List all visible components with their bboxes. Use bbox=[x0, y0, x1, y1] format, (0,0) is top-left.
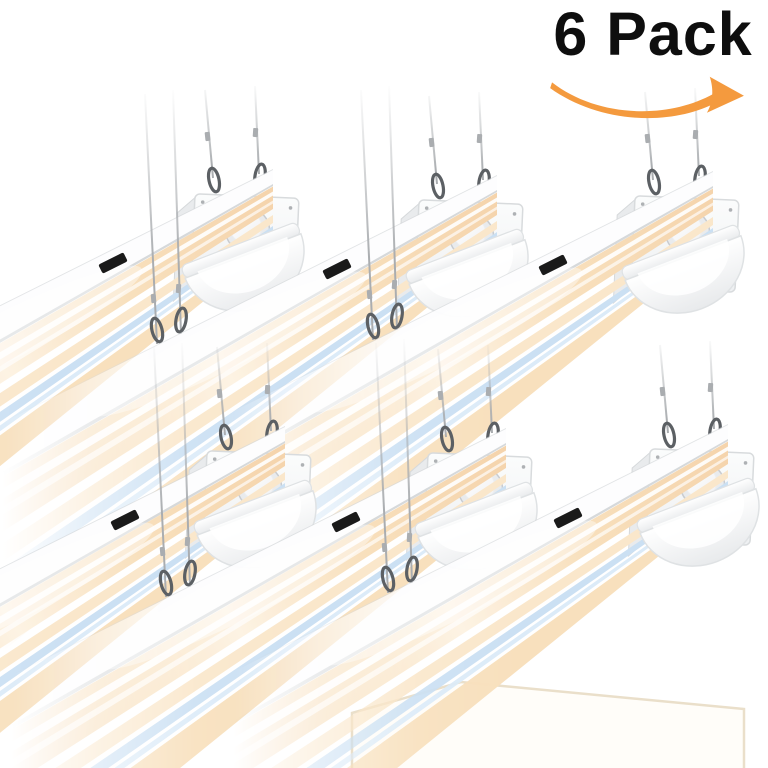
smile-arrow-icon bbox=[550, 76, 744, 119]
pack-count-badge: 6 Pack bbox=[553, 0, 753, 68]
